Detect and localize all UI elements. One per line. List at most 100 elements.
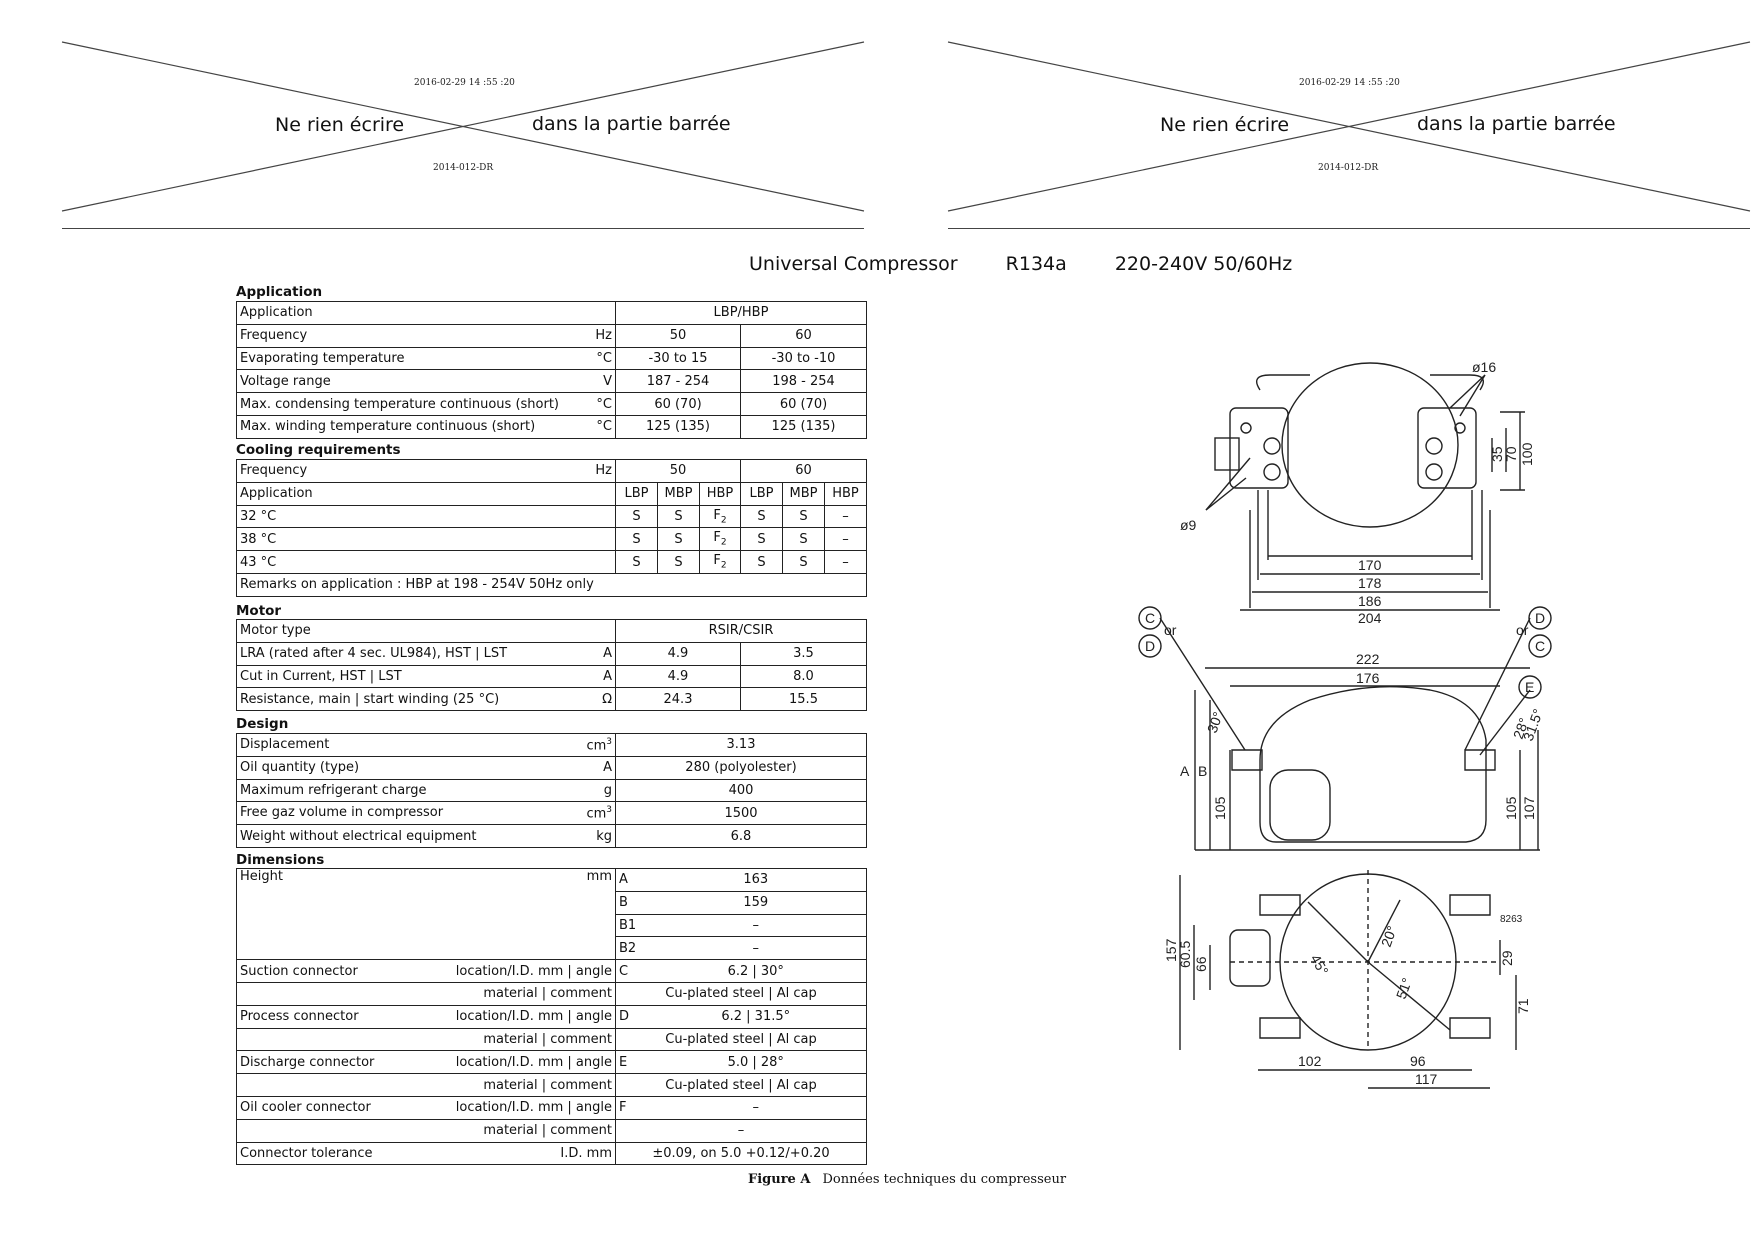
- top-view: [1205, 362, 1525, 611]
- table-row: Max. winding temperature continuous (sho…: [236, 414, 867, 439]
- svg-text:71: 71: [1515, 998, 1531, 1014]
- svg-text:ø16: ø16: [1472, 359, 1496, 375]
- svg-text:35: 35: [1489, 446, 1505, 462]
- figure-caption-text: Données techniques du compresseur: [822, 1172, 1067, 1187]
- svg-text:178: 178: [1358, 575, 1382, 591]
- header-cross-lines: [61, 41, 1751, 212]
- svg-text:170: 170: [1358, 557, 1382, 573]
- header-divider-right: [948, 228, 1750, 229]
- section-application-title: Application: [236, 284, 323, 300]
- svg-text:117: 117: [1415, 1071, 1438, 1087]
- svg-text:28°: 28°: [1510, 716, 1532, 741]
- svg-text:157: 157: [1163, 938, 1179, 962]
- cooling-remarks: Remarks on application : HBP at 198 - 25…: [236, 572, 867, 597]
- table-row: Evaporating temperature°C -30 to 15-30 t…: [236, 346, 867, 371]
- svg-text:E: E: [1525, 679, 1534, 695]
- svg-text:60.5: 60.5: [1177, 941, 1193, 968]
- svg-text:C: C: [1535, 638, 1545, 654]
- svg-text:29: 29: [1499, 950, 1515, 966]
- svg-text:102: 102: [1298, 1053, 1322, 1069]
- figure-caption-label: Figure A: [748, 1172, 811, 1187]
- svg-text:107: 107: [1521, 796, 1537, 820]
- table-row: Max. condensing temperature continuous (…: [236, 392, 867, 416]
- header-divider-left: [62, 228, 864, 229]
- section-design-title: Design: [236, 716, 289, 732]
- svg-text:ø9: ø9: [1180, 517, 1197, 533]
- table-row: material | comment Cu-plated steel | Al …: [236, 981, 867, 1006]
- stamp-code-left: 2014-012-DR: [433, 163, 494, 173]
- section-motor-title: Motor: [236, 603, 282, 619]
- section-dimensions-title: Dimensions: [236, 852, 325, 868]
- table-row: Remarks on application : HBP at 198 - 25…: [236, 572, 867, 597]
- svg-text:186: 186: [1358, 593, 1382, 609]
- stamp-text-right-1: Ne rien écrire: [1160, 114, 1290, 136]
- svg-text:222: 222: [1356, 651, 1380, 667]
- svg-text:8263: 8263: [1500, 914, 1523, 925]
- table-row: material | comment Cu-plated steel | Al …: [236, 1027, 867, 1052]
- svg-text:D: D: [1535, 610, 1545, 626]
- stamp-code-right: 2014-012-DR: [1318, 163, 1379, 173]
- svg-text:105: 105: [1503, 796, 1519, 820]
- stamp-date-right: 2016-02-29 14 :55 :20: [1299, 78, 1400, 88]
- svg-text:51°: 51°: [1393, 976, 1415, 1001]
- svg-text:66: 66: [1193, 956, 1209, 972]
- svg-text:105: 105: [1212, 796, 1228, 820]
- table-row: LRA (rated after 4 sec. UL984), HST | LS…: [236, 641, 867, 666]
- svg-text:204: 204: [1358, 610, 1382, 626]
- title-product: Universal Compressor: [749, 253, 958, 275]
- svg-text:B: B: [1198, 763, 1207, 779]
- svg-text:176: 176: [1356, 670, 1380, 686]
- table-row: Application LBP/HBP: [236, 301, 867, 325]
- svg-text:D: D: [1145, 638, 1155, 654]
- table-row: B1–: [237, 913, 867, 938]
- page-title: Universal Compressor R134a 220-240V 50/6…: [749, 253, 1292, 275]
- table-row: Oil quantity (type)A 280 (polyolester): [236, 755, 867, 780]
- title-refrigerant: R134a: [1005, 253, 1067, 275]
- side-view: [1138, 606, 1552, 851]
- compressor-technical-drawing: ø16 ø9 35 70 100 170 178 186 204 222 176…: [1138, 359, 1552, 1089]
- svg-text:20°: 20°: [1378, 924, 1400, 949]
- table-row: B2–: [237, 936, 867, 961]
- svg-text:70: 70: [1503, 446, 1519, 462]
- svg-text:100: 100: [1519, 442, 1535, 466]
- svg-text:96: 96: [1410, 1053, 1426, 1069]
- table-row: Resistance, main | start winding (25 °C)…: [236, 687, 867, 712]
- svg-text:30°: 30°: [1204, 710, 1226, 735]
- stamp-text-left-1: Ne rien écrire: [275, 114, 405, 136]
- svg-text:or: or: [1516, 622, 1529, 638]
- motor-table: Motor type RSIR/CSIR LRA (rated after 4 …: [236, 619, 867, 712]
- svg-text:or: or: [1164, 622, 1177, 638]
- svg-text:A: A: [1180, 763, 1190, 779]
- section-cooling-title: Cooling requirements: [236, 442, 401, 458]
- title-power: 220-240V 50/60Hz: [1114, 253, 1293, 275]
- table-row: material | comment Cu-plated steel | Al …: [236, 1073, 867, 1097]
- figure-caption: Figure A Données techniques du compresseu…: [748, 1172, 1066, 1187]
- svg-text:45°: 45°: [1307, 952, 1331, 978]
- svg-text:C: C: [1145, 610, 1155, 626]
- table-row: Motor type RSIR/CSIR: [236, 619, 867, 643]
- table-row: material | comment –: [236, 1118, 867, 1143]
- stamp-text-right-2: dans la partie barrée: [1417, 113, 1616, 135]
- drawing-labels: ø16 ø9 35 70 100 170 178 186 204 222 176…: [1145, 359, 1546, 1087]
- stamp-text-left-2: dans la partie barrée: [532, 113, 731, 135]
